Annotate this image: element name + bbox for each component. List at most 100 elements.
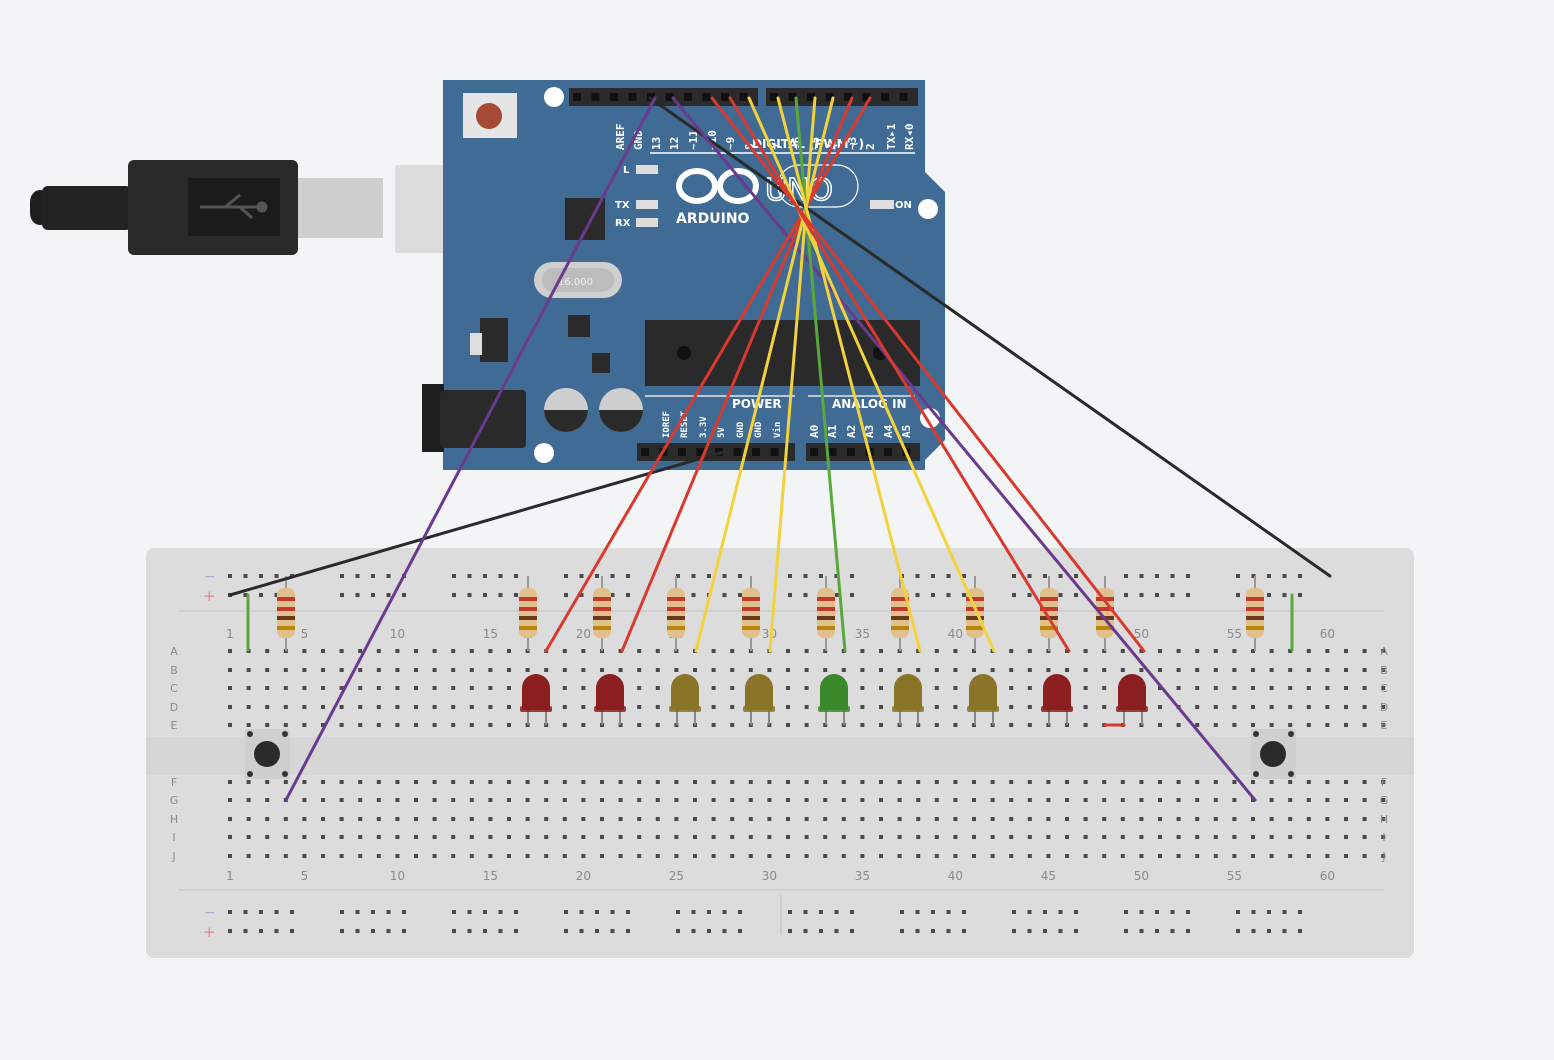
breadboard-hole[interactable] <box>879 723 883 727</box>
breadboard-hole[interactable] <box>414 686 418 690</box>
rail-hole[interactable] <box>1074 593 1078 597</box>
rail-hole[interactable] <box>243 929 248 933</box>
breadboard-hole[interactable] <box>507 705 511 709</box>
led-green[interactable] <box>818 674 850 725</box>
pin-hole[interactable] <box>752 448 760 456</box>
rail-hole[interactable] <box>788 929 792 933</box>
rail-hole[interactable] <box>467 910 472 914</box>
led-yellow[interactable] <box>892 674 924 725</box>
rail-hole[interactable] <box>274 929 279 933</box>
breadboard-hole[interactable] <box>748 780 753 784</box>
breadboard-hole[interactable] <box>637 649 642 653</box>
breadboard-hole[interactable] <box>1269 686 1274 690</box>
breadboard-hole[interactable] <box>1381 649 1386 653</box>
breadboard-hole[interactable] <box>674 668 679 672</box>
rail-hole[interactable] <box>610 929 615 933</box>
rail-hole[interactable] <box>355 593 360 597</box>
rail-hole[interactable] <box>946 929 951 933</box>
breadboard-hole[interactable] <box>1102 854 1107 858</box>
rail-hole[interactable] <box>259 593 263 597</box>
rail-hole[interactable] <box>564 910 568 914</box>
breadboard-hole[interactable] <box>432 835 437 839</box>
rail-hole[interactable] <box>610 574 615 578</box>
breadboard-hole[interactable] <box>916 798 921 802</box>
breadboard-hole[interactable] <box>972 817 976 821</box>
rail-hole[interactable] <box>1298 910 1302 914</box>
rail-hole[interactable] <box>1186 574 1190 578</box>
rail-hole[interactable] <box>1298 574 1302 578</box>
power-jack[interactable] <box>422 384 526 452</box>
breadboard-hole[interactable] <box>283 780 288 784</box>
breadboard-hole[interactable] <box>1306 780 1311 784</box>
breadboard-hole[interactable] <box>618 817 623 821</box>
rail-hole[interactable] <box>834 929 839 933</box>
breadboard-hole[interactable] <box>1288 798 1293 802</box>
breadboard-hole[interactable] <box>711 723 716 727</box>
rail-hole[interactable] <box>610 910 615 914</box>
breadboard-hole[interactable] <box>358 854 363 858</box>
rail-hole[interactable] <box>1298 593 1302 597</box>
wire-red-1[interactable] <box>544 96 872 653</box>
breadboard-hole[interactable] <box>358 686 363 690</box>
pin-hole[interactable] <box>825 93 834 101</box>
wires[interactable] <box>228 96 1332 802</box>
breadboard-hole[interactable] <box>748 668 753 672</box>
breadboard-hole[interactable] <box>1176 835 1181 839</box>
breadboard-hole[interactable] <box>339 817 344 821</box>
breadboard-hole[interactable] <box>1251 705 1255 709</box>
breadboard-hole[interactable] <box>265 705 270 709</box>
breadboard-hole[interactable] <box>469 780 474 784</box>
breadboard-hole[interactable] <box>618 780 623 784</box>
resistor[interactable] <box>277 576 295 651</box>
rail-hole[interactable] <box>1074 910 1078 914</box>
rail-hole[interactable] <box>340 910 344 914</box>
breadboard-hole[interactable] <box>1325 780 1330 784</box>
breadboard-hole[interactable] <box>507 798 511 802</box>
breadboard-hole[interactable] <box>637 854 642 858</box>
breadboard-hole[interactable] <box>376 705 381 709</box>
rail-hole[interactable] <box>1236 929 1240 933</box>
breadboard-hole[interactable] <box>804 649 809 653</box>
breadboard-hole[interactable] <box>414 798 418 802</box>
breadboard-hole[interactable] <box>562 723 567 727</box>
breadboard-hole[interactable] <box>451 854 456 858</box>
breadboard-hole[interactable] <box>1381 798 1386 802</box>
breadboard-hole[interactable] <box>823 817 828 821</box>
breadboard-hole[interactable] <box>897 817 902 821</box>
breadboard-hole[interactable] <box>581 686 586 690</box>
breadboard-hole[interactable] <box>972 835 976 839</box>
breadboard-hole[interactable] <box>1344 798 1348 802</box>
rail-hole[interactable] <box>579 929 584 933</box>
resistor[interactable] <box>593 576 611 651</box>
rail-hole[interactable] <box>1186 910 1190 914</box>
breadboard-hole[interactable] <box>1083 817 1088 821</box>
breadboard-hole[interactable] <box>581 817 586 821</box>
pin-hole[interactable] <box>696 448 705 456</box>
breadboard-hole[interactable] <box>1027 854 1032 858</box>
rail-hole[interactable] <box>626 574 630 578</box>
breadboard-hole[interactable] <box>879 798 883 802</box>
rail-hole[interactable] <box>579 574 584 578</box>
wire-yellow-2[interactable] <box>768 96 817 653</box>
rail-hole[interactable] <box>579 910 584 914</box>
breadboard-hole[interactable] <box>1083 649 1088 653</box>
breadboard-hole[interactable] <box>1027 668 1032 672</box>
breadboard-hole[interactable] <box>786 798 790 802</box>
breadboard-hole[interactable] <box>432 723 437 727</box>
breadboard-hole[interactable] <box>841 835 846 839</box>
rail-hole[interactable] <box>1170 593 1175 597</box>
breadboard-hole[interactable] <box>618 668 623 672</box>
rail-hole[interactable] <box>676 574 680 578</box>
breadboard-hole[interactable] <box>544 817 549 821</box>
rail-hole[interactable] <box>228 910 232 914</box>
breadboard-hole[interactable] <box>302 854 307 858</box>
rail-hole[interactable] <box>1058 574 1063 578</box>
breadboard-hole[interactable] <box>339 668 344 672</box>
rail-hole[interactable] <box>386 929 391 933</box>
rail-hole[interactable] <box>722 574 727 578</box>
breadboard-hole[interactable] <box>916 817 921 821</box>
breadboard-hole[interactable] <box>1306 649 1311 653</box>
breadboard-hole[interactable] <box>1102 668 1107 672</box>
rail-hole[interactable] <box>946 574 951 578</box>
breadboard-hole[interactable] <box>879 854 883 858</box>
